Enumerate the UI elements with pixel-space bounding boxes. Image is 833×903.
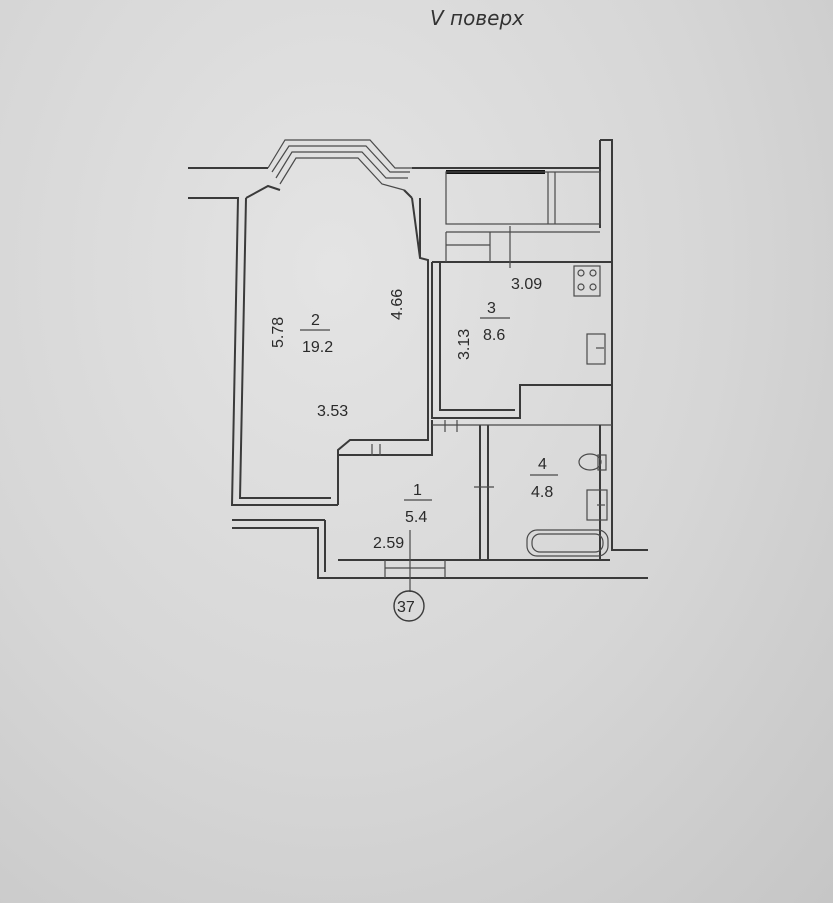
room-3-walls xyxy=(431,226,612,419)
dim-2-59: 2.59 xyxy=(373,535,404,552)
plan-number: 37 xyxy=(397,599,415,616)
dim-3-13: 3.13 xyxy=(456,329,473,360)
entrance-door xyxy=(384,560,446,578)
dim-3-09: 3.09 xyxy=(511,276,542,293)
room-1-area: 5.4 xyxy=(405,509,427,526)
bathroom-fixtures xyxy=(526,425,609,560)
balcony xyxy=(412,167,601,233)
room-1-number: 1 xyxy=(413,482,422,499)
kitchen-appliances xyxy=(573,265,606,365)
room-3-label: 3 8.6 xyxy=(480,300,510,344)
room-3-area: 8.6 xyxy=(483,327,505,344)
room-2-walls xyxy=(337,197,429,505)
room-3-number: 3 xyxy=(487,300,496,317)
room-1-label: 1 5.4 xyxy=(404,482,432,526)
plan-number-marker: 37 xyxy=(393,530,425,622)
floor-title: V поверх xyxy=(430,6,524,30)
dim-5-78: 5.78 xyxy=(270,317,287,348)
room-2-label: 2 19.2 xyxy=(300,312,333,356)
room-4-label: 4 4.8 xyxy=(530,456,558,501)
dim-3-53: 3.53 xyxy=(317,403,348,420)
room-4-number: 4 xyxy=(538,456,547,473)
dim-4-66: 4.66 xyxy=(389,289,406,320)
bay-window xyxy=(245,139,413,199)
room-1-walls xyxy=(338,420,612,561)
room-4-area: 4.8 xyxy=(531,484,553,501)
room-2-number: 2 xyxy=(311,312,320,329)
room-2-area: 19.2 xyxy=(302,339,333,356)
outer-walls xyxy=(188,139,648,579)
